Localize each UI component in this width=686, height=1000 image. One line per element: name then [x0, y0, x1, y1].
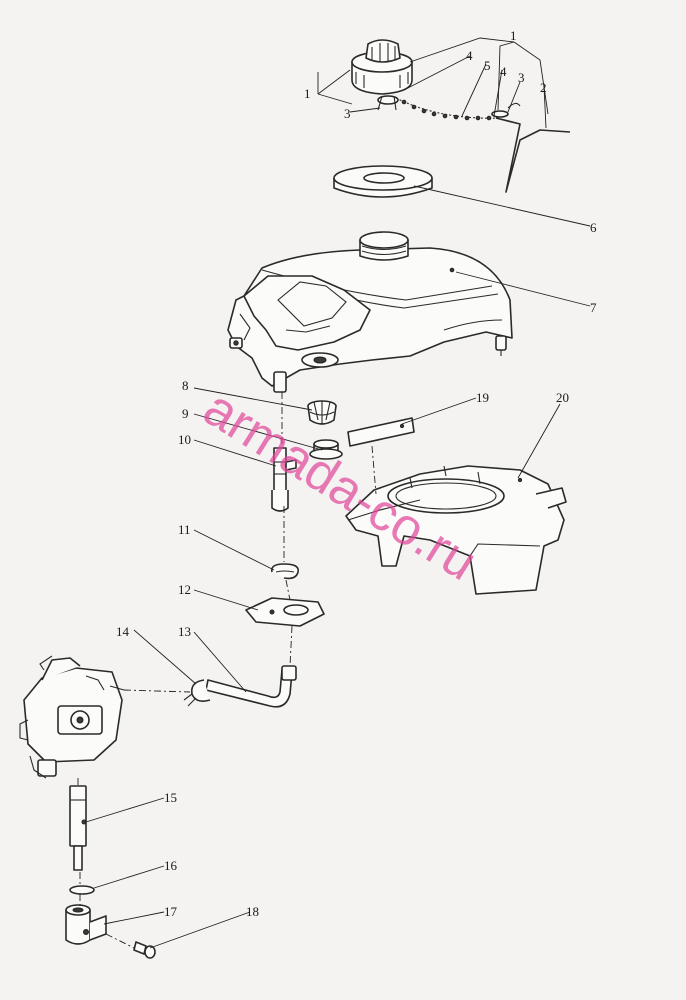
choke-rod	[69, 785, 87, 871]
tank-gasket	[333, 165, 433, 198]
callout-8: 8	[182, 378, 189, 393]
callout-9: 9	[182, 406, 189, 421]
callout-15: 15	[164, 790, 177, 805]
callout-12: 12	[178, 582, 191, 597]
callout-10: 10	[178, 432, 191, 447]
fuel-valve	[271, 447, 297, 512]
label-plate	[347, 417, 415, 447]
screw	[133, 941, 156, 959]
callout-labels: 1 1 2 3 3 4 4 5 6 7 8 9 10 11 12 13 14 1…	[116, 28, 597, 919]
callout-13: 13	[178, 624, 191, 639]
fuel-cap	[351, 39, 413, 95]
callout-2: 2	[540, 80, 547, 95]
callout-11: 11	[178, 522, 191, 537]
chain-hook	[491, 102, 571, 193]
leader-lines	[85, 37, 591, 949]
callout-16: 16	[164, 858, 178, 873]
fuel-strainer	[307, 400, 337, 425]
assembly-axes	[77, 392, 377, 949]
callout-18: 18	[246, 904, 259, 919]
callout-19: 19	[476, 390, 489, 405]
callout-7: 7	[590, 300, 597, 315]
callout-20: 20	[556, 390, 569, 405]
callout-3: 3	[518, 70, 525, 85]
cap-retainer	[377, 95, 399, 111]
callout-4: 4	[500, 64, 507, 79]
valve-clip	[270, 563, 300, 580]
callout-1: 1	[510, 28, 517, 43]
callout-5: 5	[484, 58, 491, 73]
callout-6: 6	[590, 220, 597, 235]
fuel-tank	[227, 231, 513, 393]
o-ring	[69, 885, 95, 895]
carburetor	[19, 655, 125, 779]
tank-bracket	[345, 465, 567, 595]
choke-knob	[65, 904, 107, 945]
valve-plate	[245, 597, 325, 627]
callout-4: 4	[466, 48, 473, 63]
callout-3: 3	[344, 106, 351, 121]
callout-17: 17	[164, 904, 178, 919]
strainer-grommet	[309, 439, 343, 460]
callout-14: 14	[116, 624, 130, 639]
hose-clamp	[183, 679, 211, 707]
retaining-chain	[395, 97, 501, 121]
callout-1: 1	[304, 86, 311, 101]
fuel-hose	[205, 665, 297, 708]
